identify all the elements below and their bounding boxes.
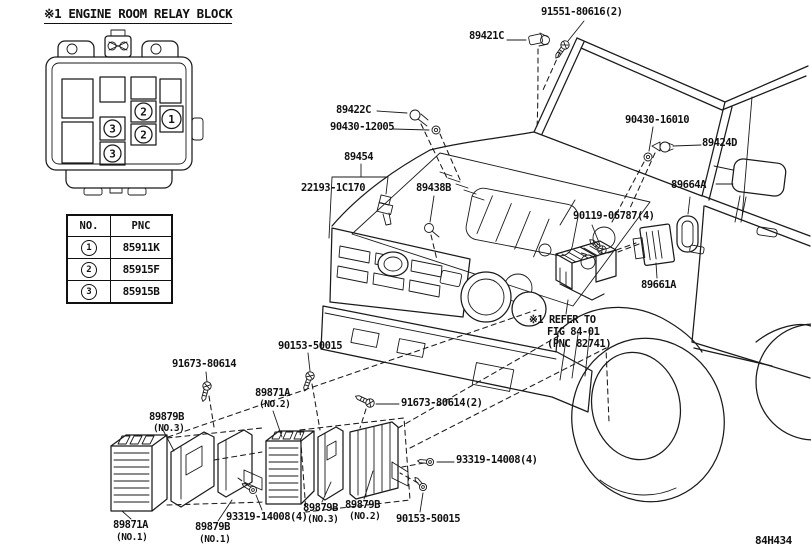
part-label-89664a: 89664A [671,179,706,191]
grommet-icon [643,152,653,162]
ecu-no2 [265,430,315,505]
part-label-89871a-no1: 89871A [113,519,148,531]
clamp-icon [528,32,550,47]
bracket-no1 [170,429,263,508]
part-label-90153-50015-lower: 90153-50015 [396,513,461,525]
bracket-no2 [349,421,409,500]
bracket-no3 [317,426,344,501]
side-mirror [713,158,787,223]
relay-slot-number: 2 [140,106,147,119]
part-label-89661a: 89661A [641,279,676,291]
row-number-badge: 2 [81,261,97,278]
refer-note-line3: (PNC 82741) [547,338,612,350]
part-label-91551-80616: 91551-80616(2) [541,6,623,18]
part-label-89879b-no3-bottom: 89879B [303,502,338,514]
top-parts [328,20,702,261]
relay-block-drawing: 2 2 1 3 3 [45,29,204,196]
sensor-icon [409,109,429,127]
part-label-89422c: 89422C [336,104,371,116]
pnc-table: NO. PNC 1 85911K 2 85915F 3 85915B [66,214,173,304]
ecu-89661a-drawing [617,196,699,279]
bolt-icon [198,380,213,403]
part-label-93319-14008-right: 93319-14008(4) [456,454,538,466]
part-label-91673-80614-2: 91673-80614(2) [401,397,483,409]
row-number-badge: 3 [81,283,97,300]
bolt-icon [353,391,377,410]
vehicle-drawing [320,37,811,503]
sensor-icon [376,194,394,226]
pnc-table-header-pnc: PNC [110,214,173,237]
relay-slot-number: 2 [140,129,147,142]
refer-note-line2: FIG 84-01 [547,326,600,338]
part-label-89421c: 89421C [469,30,504,42]
sensor-icon [651,141,674,153]
table-row: 1 85911K [66,236,173,259]
pnc-value: 85911K [110,236,173,259]
relay-slot-number: 3 [109,123,116,136]
row-number-badge: 1 [81,239,97,256]
pnc-table-header-no: NO. [66,214,111,237]
part-label-89454: 89454 [344,151,374,163]
relay-block-installed [555,224,637,315]
screw-icon [411,474,429,493]
part-label-93319-14008-bottom: 93319-14008(4) [226,511,308,523]
table-row: 2 85915F [66,258,173,281]
part-label-89879b-no3-left: 89879B [149,411,184,423]
part-label-89879b-no2-bottom: 89879B [345,499,380,511]
grommet-icon [431,125,441,135]
part-sublabel-no1: (NO.1) [116,532,148,543]
part-label-90153-50015-upper: 90153-50015 [278,340,343,352]
relay-slot-number: 3 [109,148,116,161]
part-sublabel-no3-left: (NO.3) [153,423,185,434]
sensor-icon [424,223,440,238]
part-sublabel-no3-bottom: (NO.3) [307,514,339,525]
ecu-cluster-drawing [110,309,610,522]
pnc-value: 85915F [110,258,173,281]
ecu-no1 [110,434,168,512]
part-label-90430-12005: 90430-12005 [330,121,395,133]
part-label-22193-1c170: 22193-1C170 [301,182,366,194]
diagram-title: ※1 ENGINE ROOM RELAY BLOCK [44,7,233,24]
part-label-89438b: 89438B [416,182,451,194]
part-sublabel-no2: (NO.2) [259,399,291,410]
screw-icon [416,456,435,467]
drawing-code: 84H434 [755,534,792,547]
part-label-91673-80614: 91673-80614 [172,358,237,370]
part-sublabel-no1-bracket: (NO.1) [199,534,231,545]
part-sublabel-no2-bottom: (NO.2) [349,511,381,522]
relay-slot-number: 1 [168,113,175,126]
part-label-90119-06787: 90119-06787(4) [573,210,655,222]
part-label-89424d: 89424D [702,137,737,149]
table-row: 3 85915B [66,280,173,304]
part-label-89871a-no2: 89871A [255,387,290,399]
part-label-89879b-no1: 89879B [195,521,230,533]
front-grille [329,227,471,318]
front-bumper [320,305,593,413]
pnc-value: 85915B [110,280,173,304]
refer-note-line1: ※1 REFER TO [529,314,596,326]
part-label-90430-16010: 90430-16010 [625,114,690,126]
